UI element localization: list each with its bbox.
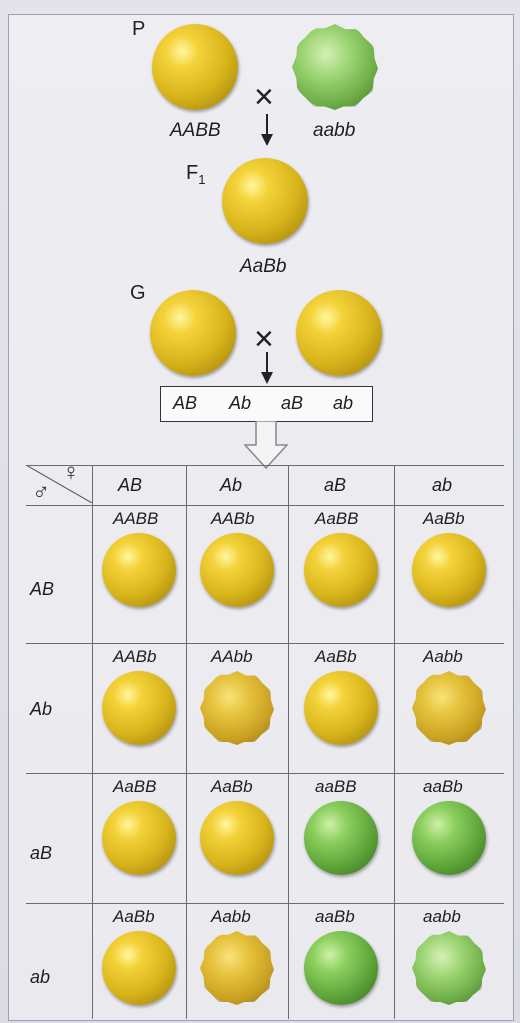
pea-yr [102,931,176,1005]
female-symbol-icon: ♀ [62,459,80,486]
cell-genotype: AaBb [211,777,253,796]
col-header: AB [118,475,143,495]
col-header: ab [432,475,453,495]
cell-genotype: AaBb [113,907,155,926]
pea-yr [102,801,176,875]
cell-genotype: aaBB [315,777,357,796]
arrow-g-to-gametes-head [261,372,273,384]
pea-yr [200,533,274,607]
pea-gr [304,931,378,1005]
pea-yr [304,671,378,745]
pea-yw [200,671,274,745]
pea-yr [304,533,378,607]
generation-f1-label: F1 [186,162,206,187]
pea-gw [412,931,486,1005]
cell-genotype: AAbb [211,647,253,666]
f1-parent-right-pea [296,290,382,376]
f1-genotype: AaBb [240,256,287,277]
cell-genotype: aaBb [423,777,463,796]
cross-symbol-p: × [254,78,274,116]
corner-diagonal [26,465,92,503]
row-header: Ab [30,699,53,719]
cell-genotype: AABb [113,647,157,666]
cell-genotype: aabb [423,907,461,926]
arrow-g-to-gametes-shaft [266,352,268,374]
parent-left-genotype: AABB [170,120,221,141]
pea-gr [412,801,486,875]
gamete-label: aB [281,393,304,413]
male-symbol-icon: ♂ [32,479,50,506]
gamete-label: Ab [229,393,252,413]
pea-yr [200,801,274,875]
down-arrow-icon [244,421,288,469]
f1-parent-left-pea [150,290,236,376]
cell-genotype: AABb [211,509,255,528]
parent-green-wrinkled-pea [292,24,378,110]
row-header: aB [30,843,53,863]
parent-yellow-round-pea [152,24,238,110]
cell-genotype: AaBB [315,509,359,528]
gametes-box: AB Ab aB ab [160,386,373,422]
cell-genotype: aaBb [315,907,355,926]
cell-genotype: AaBb [423,509,465,528]
generation-p-label: P [132,18,146,40]
cell-genotype: Aabb [211,907,251,926]
arrow-p-to-f1-head [261,134,273,146]
cell-genotype: AABB [113,509,159,528]
pea-yr [102,671,176,745]
arrow-p-to-f1-shaft [266,114,268,136]
pea-yr [102,533,176,607]
f1-yellow-round-pea [222,158,308,244]
cell-genotype: Aabb [423,647,463,666]
generation-g-label: G [130,282,146,304]
row-header: ab [30,967,51,987]
col-header: Ab [220,475,243,495]
cell-genotype: AaBb [315,647,357,666]
pea-yw [200,931,274,1005]
gamete-label: AB [173,393,198,413]
row-header: AB [30,579,55,599]
pea-gr [304,801,378,875]
parent-right-genotype: aabb [313,120,356,141]
col-header: aB [324,475,347,495]
pea-yw [412,671,486,745]
gamete-label: ab [333,393,354,413]
cross-symbol-g: × [254,320,274,358]
pea-yr [412,533,486,607]
cell-genotype: AaBB [113,777,157,796]
